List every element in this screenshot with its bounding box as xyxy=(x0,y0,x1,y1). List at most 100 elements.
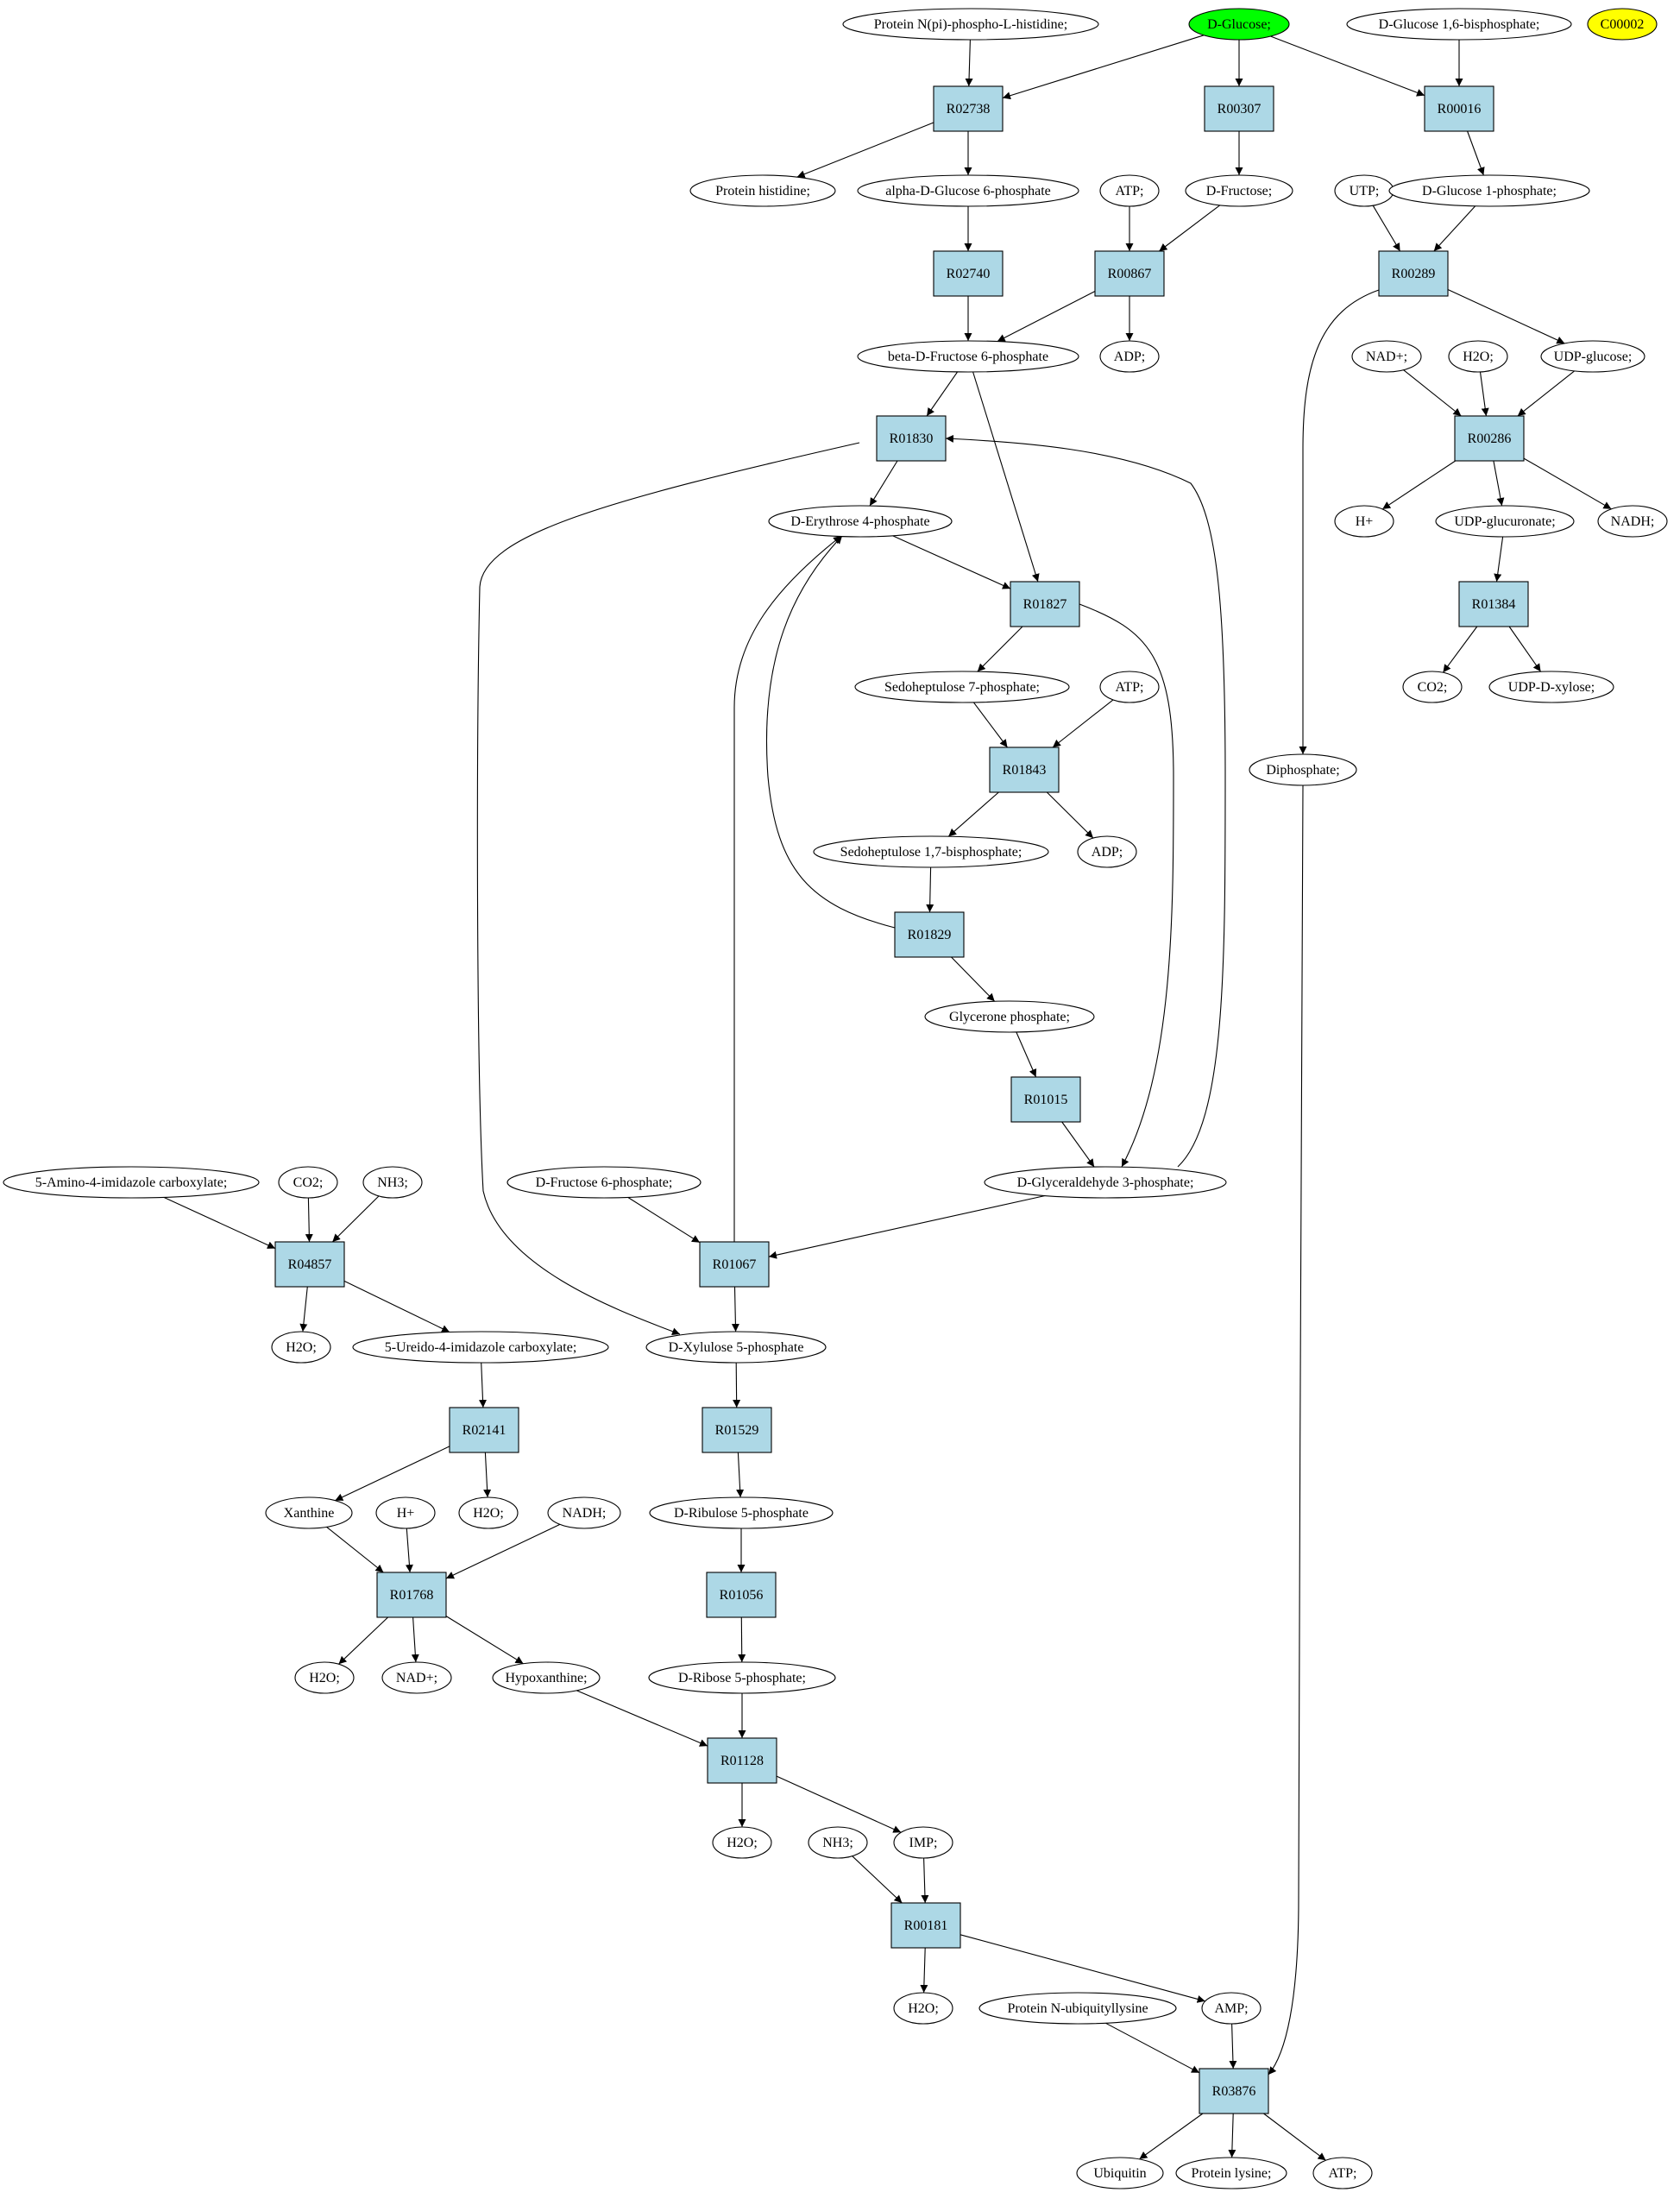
node-label: NADH; xyxy=(1611,514,1655,529)
node-label: ADP; xyxy=(1092,845,1123,860)
compound-node-c_nad2[interactable]: NAD+; xyxy=(381,1661,452,1694)
reaction-node-r_R02740[interactable]: R02740 xyxy=(933,250,1004,297)
node-label: R01056 xyxy=(720,1588,764,1603)
reaction-node-r_R01384[interactable]: R01384 xyxy=(1458,581,1529,627)
compound-node-c_dglc1p[interactable]: D-Glucose 1-phosphate; xyxy=(1388,174,1590,207)
reaction-node-r_R01067[interactable]: R01067 xyxy=(699,1241,770,1288)
reaction-node-r_R01529[interactable]: R01529 xyxy=(702,1407,772,1453)
compound-node-c_c00002[interactable]: C00002 xyxy=(1587,8,1658,41)
edge-r_R03876-to-c_ubiq xyxy=(1139,2113,1204,2160)
reaction-node-r_R04857[interactable]: R04857 xyxy=(274,1241,345,1288)
compound-node-c_uica[interactable]: 5-Ureido-4-imidazole carboxylate; xyxy=(352,1331,609,1364)
reaction-node-r_R02141[interactable]: R02141 xyxy=(449,1407,519,1453)
compound-node-c_aica[interactable]: 5-Amino-4-imidazole carboxylate; xyxy=(3,1166,260,1199)
reaction-node-r_R01829[interactable]: R01829 xyxy=(894,911,965,958)
compound-node-c_nh3a[interactable]: NH3; xyxy=(362,1166,423,1199)
compound-node-c_protlys[interactable]: Protein lysine; xyxy=(1175,2157,1287,2189)
compound-node-c_nh3b[interactable]: NH3; xyxy=(808,1826,868,1859)
node-label: Sedoheptulose 1,7-bisphosphate; xyxy=(840,845,1022,860)
compound-node-c_atp1[interactable]: ATP; xyxy=(1099,174,1160,207)
compound-node-c_co2b[interactable]: CO2; xyxy=(278,1166,338,1199)
compound-node-c_hypox[interactable]: Hypoxanthine; xyxy=(492,1661,601,1694)
node-label: H2O; xyxy=(908,2001,939,2016)
compound-node-c_imp[interactable]: IMP; xyxy=(893,1826,953,1859)
edge-c_dglucose-to-r_R00016 xyxy=(1270,35,1425,97)
reaction-node-r_R01830[interactable]: R01830 xyxy=(876,415,947,462)
edge-r_R01384-to-c_udpxyl xyxy=(1508,626,1542,672)
edge-r_R01768-to-c_nad2 xyxy=(411,1616,419,1663)
compound-node-c_s17bp[interactable]: Sedoheptulose 1,7-bisphosphate; xyxy=(813,835,1049,868)
compound-node-c_udpglcua[interactable]: UDP-glucuronate; xyxy=(1435,505,1575,538)
reaction-box xyxy=(707,1737,777,1784)
reaction-node-r_R01128[interactable]: R01128 xyxy=(707,1737,777,1784)
compound-node-c_prot_ubl[interactable]: Protein N-ubiquityllysine xyxy=(978,1992,1177,2025)
compound-node-c_nad1[interactable]: NAD+; xyxy=(1351,340,1422,373)
node-label: ATP; xyxy=(1329,2166,1357,2181)
compound-node-c_prot_his[interactable]: Protein histidine; xyxy=(689,174,836,207)
compound-ellipse xyxy=(1185,174,1293,207)
compound-node-c_dg3p[interactable]: D-Glyceraldehyde 3-phosphate; xyxy=(984,1166,1227,1199)
compound-node-c_de4p[interactable]: D-Erythrose 4-phosphate xyxy=(768,505,953,538)
reaction-node-r_R00289[interactable]: R00289 xyxy=(1378,250,1449,297)
reaction-node-r_R03876[interactable]: R03876 xyxy=(1199,2068,1269,2114)
compound-node-c_amp[interactable]: AMP; xyxy=(1201,1992,1262,2025)
compound-ellipse xyxy=(768,505,953,538)
reaction-node-r_R00286[interactable]: R00286 xyxy=(1454,415,1525,462)
reaction-node-r_R02738[interactable]: R02738 xyxy=(933,85,1004,132)
compound-node-c_dr5p[interactable]: D-Ribose 5-phosphate; xyxy=(648,1661,836,1694)
reaction-node-r_R01056[interactable]: R01056 xyxy=(706,1572,777,1618)
reaction-node-r_R01827[interactable]: R01827 xyxy=(1010,581,1080,627)
edge-r_R01768-to-c_hypox xyxy=(445,1616,524,1665)
compound-node-c_h2o_c[interactable]: H2O; xyxy=(458,1496,519,1529)
compound-node-c_prot_nphis[interactable]: Protein N(pi)-phospho-L-histidine; xyxy=(842,8,1099,41)
compound-node-c_bdfru6p[interactable]: beta-D-Fructose 6-phosphate xyxy=(857,340,1079,373)
compound-ellipse xyxy=(1175,2157,1287,2189)
compound-node-c_dxyl5p[interactable]: D-Xylulose 5-phosphate xyxy=(645,1331,827,1364)
compound-node-c_utp[interactable]: UTP; xyxy=(1334,174,1394,207)
compound-node-c_atp2[interactable]: ATP; xyxy=(1099,671,1160,703)
reaction-node-r_R00016[interactable]: R00016 xyxy=(1424,85,1494,132)
compound-node-c_hplus2[interactable]: H+ xyxy=(375,1496,436,1529)
node-label: R02740 xyxy=(947,267,991,281)
compound-node-c_h2o_b[interactable]: H2O; xyxy=(271,1331,331,1364)
compound-node-c_nadh2[interactable]: NADH; xyxy=(547,1496,621,1529)
compound-node-c_diphos[interactable]: Diphosphate; xyxy=(1249,753,1357,786)
compound-node-c_adp2[interactable]: ADP; xyxy=(1077,835,1137,868)
compound-ellipse xyxy=(984,1166,1227,1199)
compound-node-c_ubiq[interactable]: Ubiquitin xyxy=(1076,2157,1164,2189)
compound-node-c_dfru6p[interactable]: D-Fructose 6-phosphate; xyxy=(507,1166,702,1199)
compound-node-c_adp1[interactable]: ADP; xyxy=(1099,340,1160,373)
compound-node-c_dfru[interactable]: D-Fructose; xyxy=(1185,174,1293,207)
compound-node-c_udpglc[interactable]: UDP-glucose; xyxy=(1540,340,1645,373)
compound-node-c_h2o_e[interactable]: H2O; xyxy=(712,1826,772,1859)
compound-ellipse xyxy=(813,835,1049,868)
compound-node-c_h2o_f[interactable]: H2O; xyxy=(893,1992,953,2025)
compound-node-c_atp3[interactable]: ATP; xyxy=(1312,2157,1373,2189)
edge-c_prot_nphis-to-r_R02738 xyxy=(965,39,973,87)
compound-node-c_nadh1[interactable]: NADH; xyxy=(1597,505,1668,538)
reaction-box xyxy=(274,1241,345,1288)
compound-node-c_dru5p[interactable]: D-Ribulose 5-phosphate xyxy=(649,1496,834,1529)
compound-node-c_h2o_a[interactable]: H2O; xyxy=(1448,340,1508,373)
compound-ellipse xyxy=(1448,340,1508,373)
compound-node-c_adglc6p[interactable]: alpha-D-Glucose 6-phosphate xyxy=(857,174,1079,207)
compound-node-c_xanth[interactable]: Xanthine xyxy=(265,1496,353,1529)
reaction-node-r_R01015[interactable]: R01015 xyxy=(1010,1076,1081,1123)
reaction-node-r_R01843[interactable]: R01843 xyxy=(989,747,1060,793)
reaction-node-r_R01768[interactable]: R01768 xyxy=(376,1572,447,1618)
compound-node-c_s7p[interactable]: Sedoheptulose 7-phosphate; xyxy=(854,671,1070,703)
compound-node-c_dglc16bp[interactable]: D-Glucose 1,6-bisphosphate; xyxy=(1346,8,1572,41)
compound-node-c_glycp[interactable]: Glycerone phosphate; xyxy=(924,1000,1095,1033)
reaction-node-r_R00307[interactable]: R00307 xyxy=(1204,85,1274,132)
reaction-node-r_R00181[interactable]: R00181 xyxy=(890,1902,961,1949)
compound-node-c_co2a[interactable]: CO2; xyxy=(1402,671,1463,703)
reaction-node-r_R00867[interactable]: R00867 xyxy=(1094,250,1165,297)
node-label: R01768 xyxy=(390,1588,434,1603)
edge-r_R01829-to-c_glycp xyxy=(951,956,996,1002)
reaction-box xyxy=(1454,415,1525,462)
compound-node-c_hplus1[interactable]: H+ xyxy=(1334,505,1394,538)
compound-node-c_dglucose[interactable]: D-Glucose; xyxy=(1188,8,1290,41)
compound-node-c_udpxyl[interactable]: UDP-D-xylose; xyxy=(1488,671,1614,703)
compound-node-c_h2o_d[interactable]: H2O; xyxy=(294,1661,355,1694)
reaction-box xyxy=(1010,581,1080,627)
